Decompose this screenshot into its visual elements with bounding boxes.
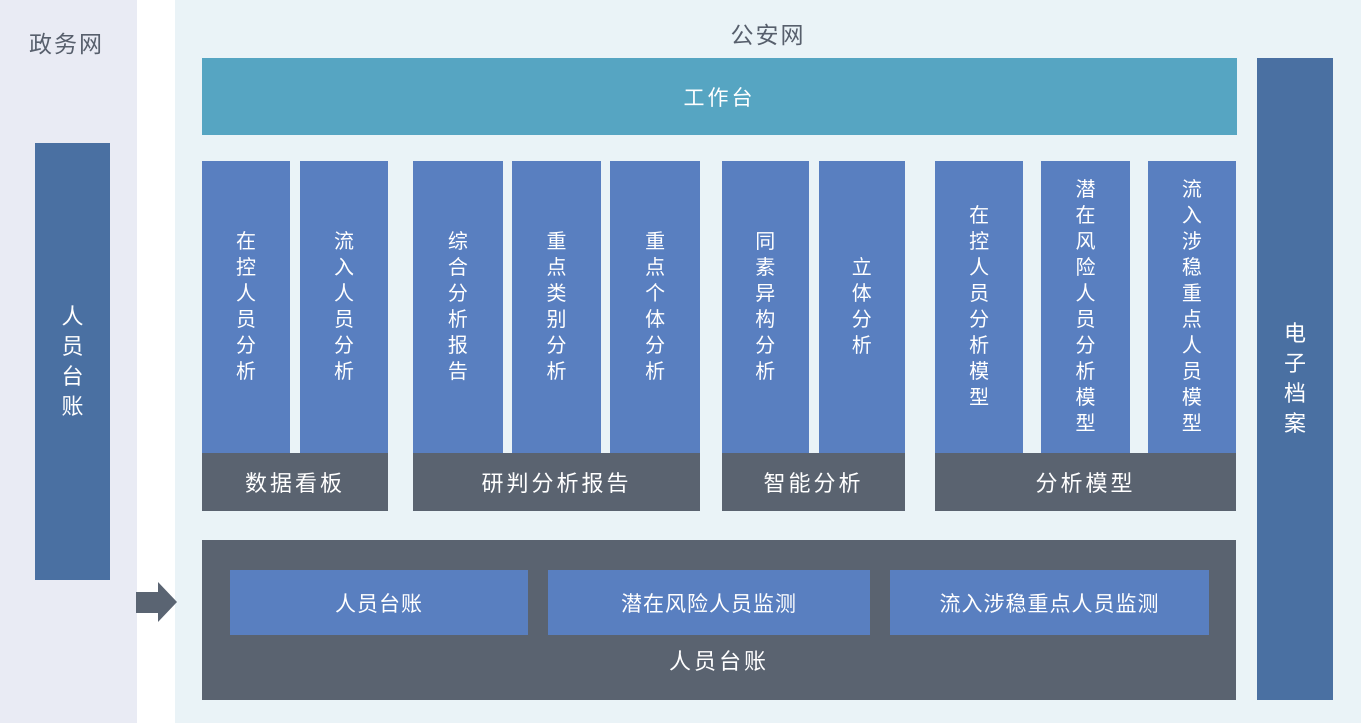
module-group: 综合分析报告重点类别分析重点个体分析研判分析报告 bbox=[413, 161, 701, 511]
group-label: 分析模型 bbox=[935, 453, 1236, 511]
public-security-network-label: 公安网 bbox=[730, 22, 806, 48]
personnel-ledger-chip: 人员台账 bbox=[230, 570, 528, 635]
personnel-ledger-box: 人员台账 潜在风险人员监测 流入涉稳重点人员监测 人员台账 bbox=[202, 540, 1236, 700]
module-group: 在控人员分析流入人员分析数据看板 bbox=[202, 161, 388, 511]
group-label: 数据看板 bbox=[202, 453, 388, 511]
electronic-archive-side-bar: 电子档案 bbox=[1257, 58, 1333, 700]
module-group: 同素异构分析立体分析智能分析 bbox=[722, 161, 905, 511]
right-arrow-icon bbox=[136, 592, 158, 613]
potential-risk-monitoring-chip: 潜在风险人员监测 bbox=[548, 570, 870, 635]
workbench-bar: 工作台 bbox=[202, 58, 1237, 135]
group-label: 研判分析报告 bbox=[413, 453, 700, 511]
module-column: 流入涉稳重点人员模型 bbox=[1147, 161, 1236, 453]
module-column: 同素异构分析 bbox=[722, 161, 809, 453]
group-label: 智能分析 bbox=[722, 453, 905, 511]
module-column: 潜在风险人员分析模型 bbox=[1041, 161, 1130, 453]
personnel-ledger-side-bar: 人员台账 bbox=[35, 143, 110, 580]
government-network-label: 政务网 bbox=[29, 31, 104, 57]
inflow-key-personnel-monitoring-chip: 流入涉稳重点人员监测 bbox=[890, 570, 1209, 635]
module-column: 重点类别分析 bbox=[511, 161, 602, 453]
module-column: 综合分析报告 bbox=[413, 161, 503, 453]
module-column: 重点个体分析 bbox=[610, 161, 701, 453]
module-column: 在控人员分析 bbox=[202, 161, 290, 453]
right-arrow-icon bbox=[158, 582, 177, 622]
module-column: 在控人员分析模型 bbox=[935, 161, 1024, 453]
module-column: 立体分析 bbox=[818, 161, 905, 453]
personnel-ledger-box-label: 人员台账 bbox=[668, 649, 769, 674]
module-column: 流入人员分析 bbox=[300, 161, 388, 453]
module-group: 在控人员分析模型潜在风险人员分析模型流入涉稳重点人员模型分析模型 bbox=[935, 161, 1236, 511]
